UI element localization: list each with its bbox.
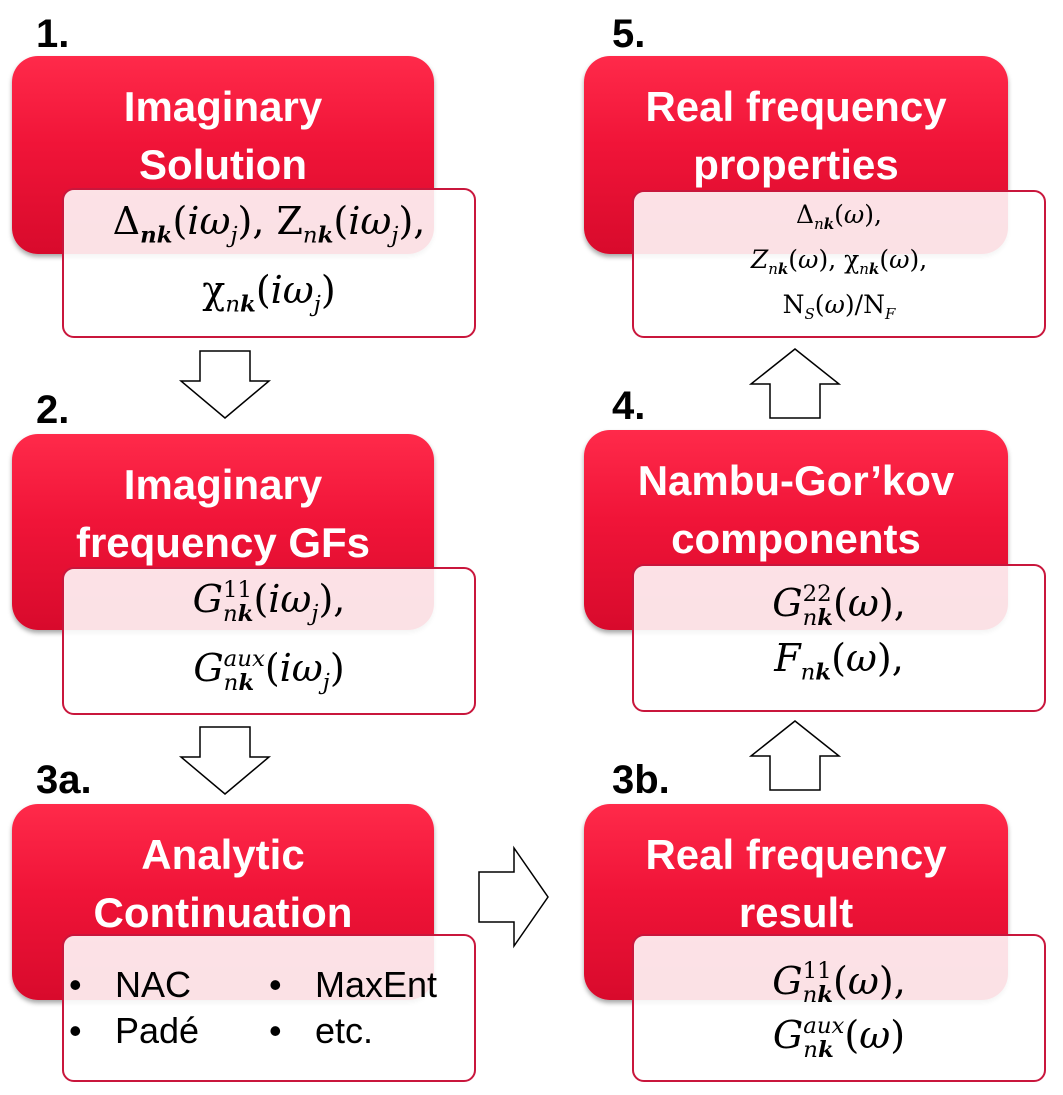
step-5-formula-line-3: NS(ω)/NF (782, 289, 896, 323)
arrow-up-3b-to-4 (748, 720, 842, 791)
step-1-content: Δnk(iωj), Znk(iωj), χnk(iωj) (62, 188, 476, 338)
step-3b-number: 3b. (612, 758, 670, 802)
step-2-title: Imaginary frequency GFs (12, 456, 434, 572)
step-4-title: Nambu-Gor’kov components (584, 452, 1008, 568)
step-3a-content: • NAC • MaxEnt • Padé • etc. (62, 934, 476, 1082)
bullet-icon: • (269, 964, 282, 1005)
step-1-title-line-1: Imaginary (123, 83, 323, 130)
step-3b-title: Real frequency result (584, 826, 1008, 942)
step-5-title-line-2: properties (693, 141, 899, 188)
method-label-maxent: MaxEnt (315, 964, 438, 1005)
step-1-formula-line-2: χnk(iωj) (202, 268, 336, 318)
arrow-up-4-to-5-shape (748, 348, 842, 419)
arrow-right-3a-to-3b-shape (478, 845, 549, 949)
step-5-number: 5. (612, 12, 646, 56)
method-list: • NAC • MaxEnt • Padé • etc. (69, 964, 469, 1052)
step-5-title: Real frequency properties (584, 78, 1008, 194)
bullet-icon: • (69, 964, 82, 1005)
step-5-title-line-1: Real frequency (645, 83, 947, 130)
step-1-title-line-2: Solution (139, 141, 307, 188)
step-2-title-line-1: Imaginary (123, 461, 323, 508)
method-label-etc: etc. (315, 1010, 374, 1051)
method-label-pade: Padé (115, 1010, 200, 1051)
step-4-title-line-1: Nambu-Gor’kov (637, 457, 955, 504)
step-3a-number: 3a. (36, 758, 92, 802)
method-item-maxent: • MaxEnt (269, 964, 469, 1006)
arrow-up-3b-to-4-shape (748, 720, 842, 791)
bullet-icon: • (69, 1010, 82, 1051)
method-item-etc: • etc. (269, 1010, 469, 1052)
method-label-nac: NAC (115, 964, 192, 1005)
arrow-down-2-to-3a-shape (178, 726, 272, 795)
step-4-formula-line-2: Fnk(ω), (774, 635, 904, 686)
arrow-down-1-to-2 (178, 350, 272, 419)
step-3a-title-line-1: Analytic (141, 831, 305, 878)
step-5-formula-line-1: Δnk(ω), (796, 199, 882, 233)
arrow-down-2-to-3a (178, 726, 272, 795)
method-item-nac: • NAC (69, 964, 269, 1006)
step-1-formula-line-1: Δnk(iωj), Znk(iωj), (112, 199, 426, 249)
step-4-number: 4. (612, 384, 646, 428)
step-5-content: Δnk(ω), Znk(ω), χnk(ω), NS(ω)/NF (632, 190, 1046, 338)
step-1-number: 1. (36, 12, 70, 56)
bullet-icon: • (269, 1010, 282, 1051)
arrow-right-3a-to-3b (478, 845, 549, 949)
arrow-up-4-to-5 (748, 348, 842, 419)
step-1-title: Imaginary Solution (12, 78, 434, 194)
step-2-number: 2. (36, 388, 70, 432)
step-3a-title: Analytic Continuation (12, 826, 434, 942)
step-3a-title-line-2: Continuation (93, 889, 353, 936)
step-3b-title-line-2: result (738, 889, 854, 936)
step-3b-title-line-1: Real frequency (645, 831, 947, 878)
step-5-formula-line-2: Znk(ω), χnk(ω), (750, 244, 928, 278)
step-2-title-line-2: frequency GFs (75, 519, 371, 566)
arrow-down-1-to-2-shape (178, 350, 272, 419)
method-item-pade: • Padé (69, 1010, 269, 1052)
step-4-title-line-2: components (671, 515, 921, 562)
